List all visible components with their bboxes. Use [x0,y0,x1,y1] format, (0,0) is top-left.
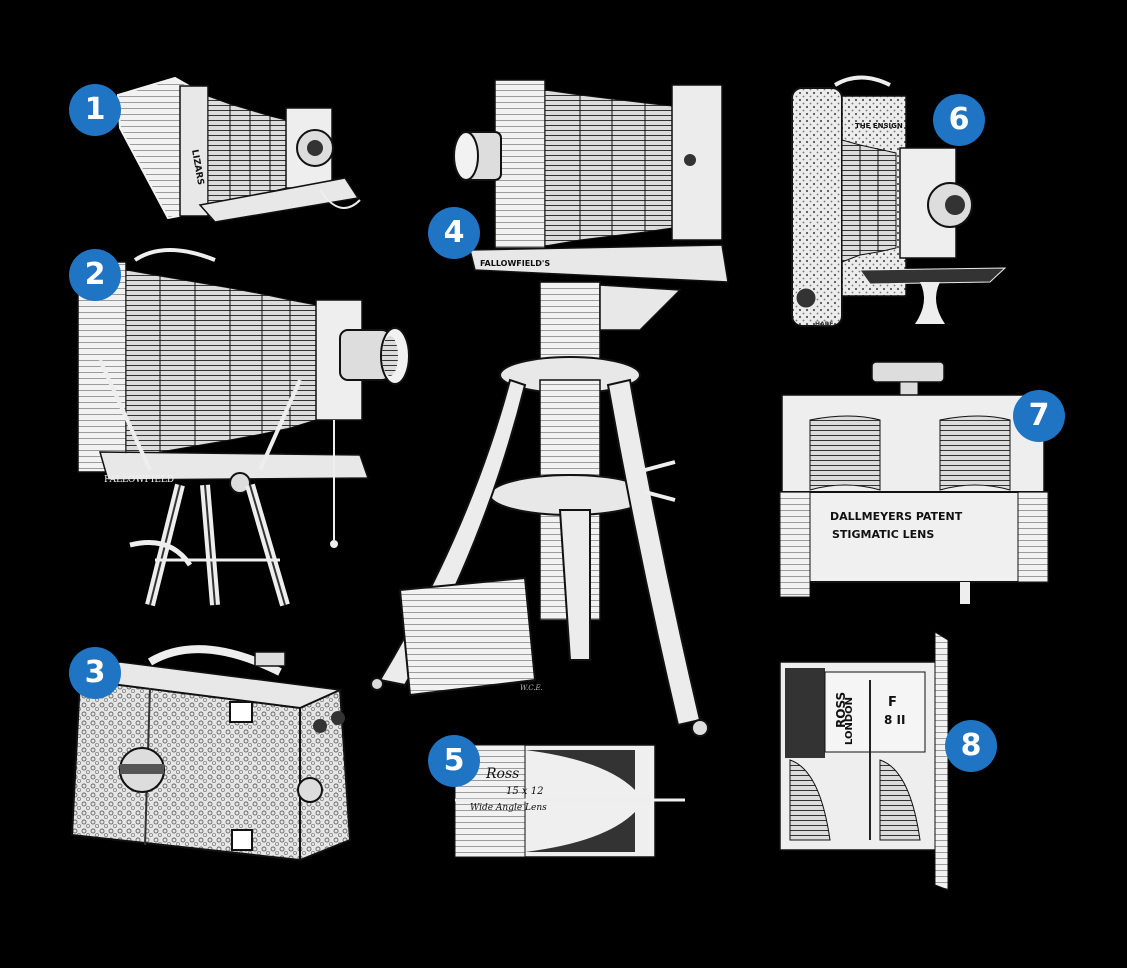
badge-1: 1 [69,84,121,136]
lens-8-city-text: LONDON [844,697,855,745]
camera-6-model-text: THE ENSIGN [855,122,903,130]
lens-7-model-text: STIGMATIC LENS [832,528,934,541]
badge-2: 2 [69,249,121,301]
camera-1-folding-hood: LIZARS [116,76,361,223]
camera-4-studio-camera: FALLOWFIELD'S W.C.E. [370,79,729,737]
lens-8-ross-london: ROSS LONDON F 8 II [779,631,949,891]
camera-6-bottom-text: HARE [815,321,833,328]
camera-4-maker-text: FALLOWFIELD'S [480,259,550,268]
lens-5-type: Wide Angle Lens [470,803,547,813]
lens-5-size: 15 x 12 [506,786,543,797]
lens-8-maker-text: ROSS [834,692,848,728]
badge-4: 4 [428,207,480,259]
lens-7-dallmeyer-stigmatic: DALLMEYERS PATENT STIGMATIC LENS [779,361,1049,604]
camera-3-box-camera [70,645,352,862]
camera-2-field-camera: FALLOWFIELD [77,248,410,607]
camera-4-signature: W.C.E. [520,684,543,692]
badge-5: 5 [428,735,480,787]
camera-2-maker-text: FALLOWFIELD [104,475,174,485]
badge-6: 6 [933,94,985,146]
badge-3: 3 [69,647,121,699]
lens-8-f-text: F [888,695,897,710]
camera-6-pocket-folding: THE ENSIGN HARE [791,75,1007,328]
lens-7-brand-text: DALLMEYERS PATENT [830,510,963,523]
badge-7: 7 [1013,390,1065,442]
badge-8: 8 [945,720,997,772]
lens-8-ratio-text: 8 II [884,713,905,727]
lens-5-name: Ross [485,766,519,782]
lens-5-ross-cross-section: Ross 15 x 12 Wide Angle Lens [454,744,685,858]
